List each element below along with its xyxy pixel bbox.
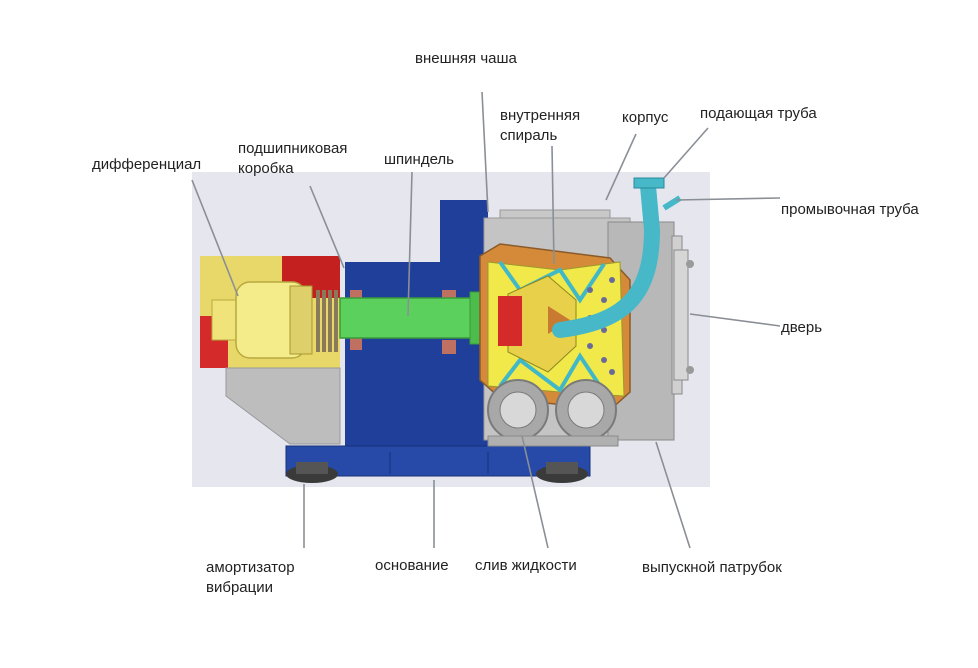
- leader-lines: [191, 91, 781, 549]
- label-vibration-damper-line2: вибрации: [206, 579, 273, 596]
- vibration-dampers: [286, 462, 588, 483]
- label-liquid-drain: слив жидкости: [475, 557, 577, 574]
- label-spindle: шпиндель: [384, 151, 454, 168]
- label-wash-pipe: промывочная труба: [781, 201, 919, 218]
- label-differential: дифференциал: [92, 156, 201, 173]
- label-discharge-nozzle: выпускной патрубок: [642, 559, 782, 576]
- label-feed-pipe: подающая труба: [700, 105, 817, 122]
- liquid-drain-nozzles: [487, 379, 619, 447]
- label-outer-bowl: внешняя чаша: [415, 50, 518, 67]
- label-bearing-box-line2: коробка: [238, 160, 294, 177]
- label-base: основание: [375, 557, 449, 574]
- label-bearing-box-line1: подшипниковая: [238, 140, 347, 157]
- door: [673, 249, 694, 381]
- label-vibration-damper-line1: амортизатор: [206, 559, 295, 576]
- differential: [211, 281, 338, 359]
- label-inner-spiral-line2: спираль: [500, 127, 557, 144]
- label-door: дверь: [781, 319, 822, 336]
- spindle: [339, 291, 491, 345]
- label-inner-spiral-line1: внутренняя: [500, 107, 580, 124]
- label-housing: корпус: [622, 109, 669, 126]
